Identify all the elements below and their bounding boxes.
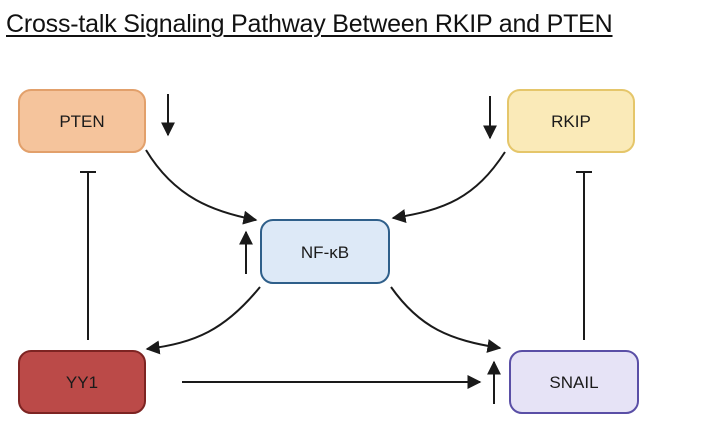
edge-pten-to-nfkb [145, 149, 258, 225]
nfkb-box [260, 219, 390, 284]
edge-nfkb-to-yy1 [145, 286, 261, 355]
yy1-box [18, 350, 146, 414]
node-pten: PTEN [18, 89, 146, 153]
edge-rkip-to-nfkb [391, 151, 506, 224]
snail-label: SNAIL [549, 373, 598, 392]
snail-box [509, 350, 639, 414]
rkip-box [507, 89, 635, 153]
nfkb-label: NF-κB [301, 243, 349, 262]
node-rkip: RKIP [507, 89, 635, 153]
rkip-label: RKIP [551, 112, 591, 131]
pten-label: PTEN [59, 112, 104, 131]
diagram-title: Cross-talk Signaling Pathway Between RKI… [6, 10, 613, 38]
yy1-label: YY1 [66, 373, 98, 392]
edge-nfkb-to-snail [390, 286, 502, 353]
node-snail: SNAIL [509, 350, 639, 414]
node-nfkb: NF-κB [260, 219, 390, 284]
node-yy1: YY1 [18, 350, 146, 414]
pten-box [18, 89, 146, 153]
